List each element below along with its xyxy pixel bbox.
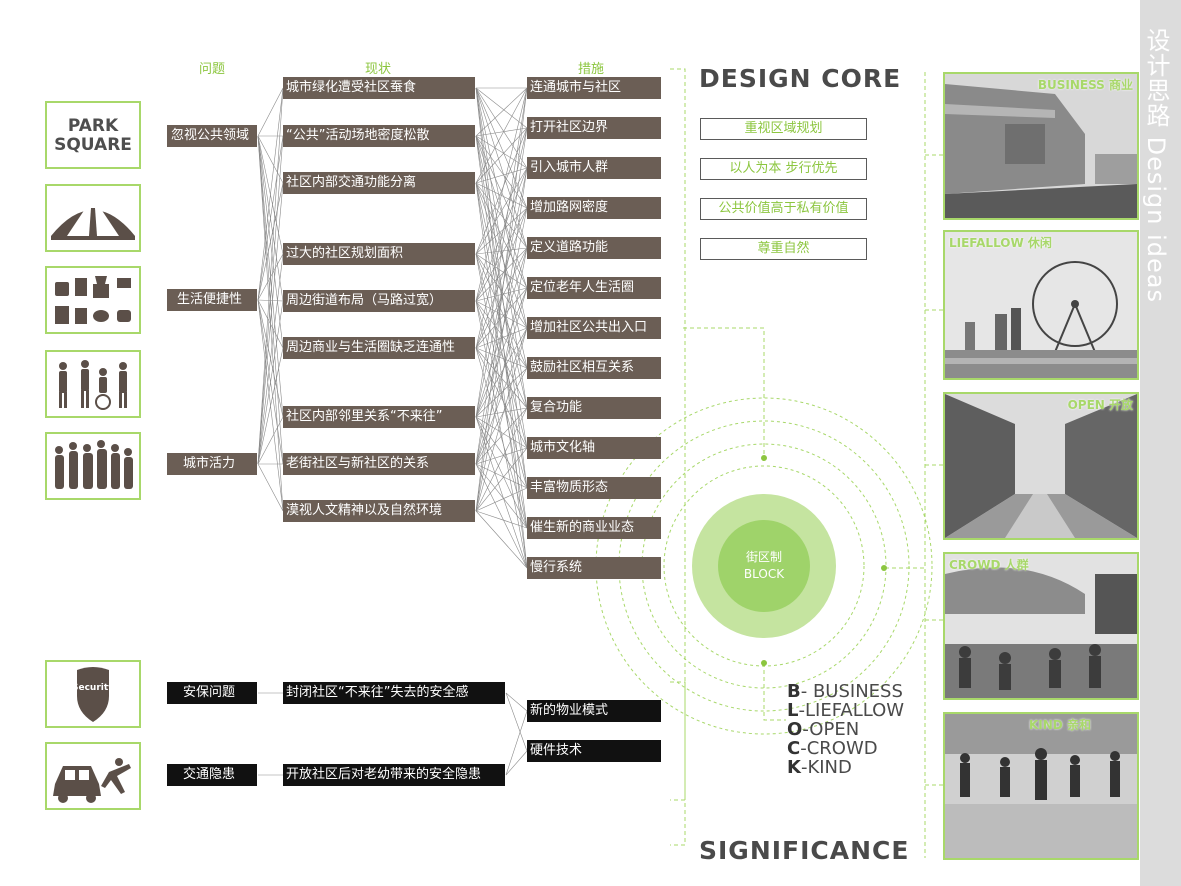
status-box: 周边商业与生活圈缺乏连通性 [283,337,475,359]
photo-business: BUSINESS 商业 [943,72,1139,220]
acronym-line: O-OPEN [787,720,859,739]
side-title-band [1140,0,1181,886]
header-problem: 问题 [199,62,226,77]
design-core-item: 重视区域规划 [700,118,867,140]
center-label-en: BLOCK [743,567,785,581]
side-title: 设计思路 Design ideas [1142,28,1170,303]
crowd-icon [45,432,141,500]
acronym-letter: C [787,738,801,759]
measure-box: 连通城市与社区 [527,77,661,99]
square-label: SQUARE [54,135,132,155]
status-box: 漠视人文精神以及自然环境 [283,500,475,522]
safety-problem-box: 交通隐患 [167,764,257,786]
measure-box: 复合功能 [527,397,661,419]
shopping-icon [45,266,141,334]
measure-box: 丰富物质形态 [527,477,661,499]
status-box: 社区内部邻里关系“不来往” [283,406,475,428]
status-box: 社区内部交通功能分离 [283,172,475,194]
acronym-letter: L [787,700,799,721]
measure-box: 引入城市人群 [527,157,661,179]
photo-kind: KIND 亲和 [943,712,1139,860]
acronym-rest: - BUSINESS [800,681,903,702]
safety-measure-box: 新的物业模式 [527,700,661,722]
status-box: “公共”活动场地密度松散 [283,125,475,147]
acronym-letter: O [787,719,803,740]
status-box: 周边街道布局（马路过宽） [283,290,475,312]
safety-status-box: 开放社区后对老幼带来的安全隐患 [283,764,505,786]
significance-title: SIGNIFICANCE [699,836,910,865]
status-box: 过大的社区规划面积 [283,243,475,265]
design-core-title: DESIGN CORE [699,64,902,93]
elderly-people-icon [45,350,141,418]
safety-problem-box: 安保问题 [167,682,257,704]
header-status: 现状 [365,62,392,77]
status-box: 城市绿化遭受社区蚕食 [283,77,475,99]
acronym-letter: B [787,681,801,702]
acronym-line: L-LIEFALLOW [787,701,904,720]
security-shield-icon: Security [45,660,141,728]
design-core-item: 尊重自然 [700,238,867,260]
acronym-rest: -OPEN [802,719,860,740]
acronym-line: C-CROWD [787,739,878,758]
center-label-cn: 街区制 [745,550,782,564]
measure-box: 慢行系统 [527,557,661,579]
measure-box: 定义道路功能 [527,237,661,259]
photo-label: CROWD 人群 [949,558,1029,572]
photo-label: BUSINESS 商业 [1037,78,1133,92]
safety-measure-box: 硬件技术 [527,740,661,762]
design-core-item: 以人为本 步行优先 [700,158,867,180]
acronym-rest: -LIEFALLOW [798,700,905,721]
status-box: 老街社区与新社区的关系 [283,453,475,475]
acronym-line: K-KIND [787,758,852,777]
photo-open: OPEN 开放 [943,392,1139,540]
park-square-icon: PARK SQUARE [45,101,141,169]
measure-box: 定位老年人生活圈 [527,277,661,299]
problem-box: 生活便捷性 [167,289,257,311]
photo-liefallow: LIEFALLOW 休闲 [943,230,1139,380]
safety-status-box: 封闭社区“不来往”失去的安全感 [283,682,505,704]
car-accident-icon [45,742,141,810]
problem-box: 忽视公共领域 [167,125,257,147]
park-label: PARK [67,116,119,136]
design-core-item: 公共价值高于私有价值 [700,198,867,220]
acronym-rest: -KIND [800,757,852,778]
photo-label: KIND 亲和 [1029,718,1091,732]
acronym-line: B- BUSINESS [787,682,903,701]
measure-box: 城市文化轴 [527,437,661,459]
measure-box: 增加路网密度 [527,197,661,219]
photo-crowd: CROWD 人群 [943,552,1139,700]
inner-block-circle [718,520,810,612]
acronym-letter: K [787,757,801,778]
photo-label: OPEN 开放 [1067,398,1133,412]
measure-box: 催生新的商业业态 [527,517,661,539]
measure-box: 鼓励社区相互关系 [527,357,661,379]
header-measures: 措施 [578,62,605,77]
measure-box: 打开社区边界 [527,117,661,139]
security-badge-text: Security [72,683,114,693]
problem-box: 城市活力 [167,453,257,475]
measure-box: 增加社区公共出入口 [527,317,661,339]
photo-label: LIEFALLOW 休闲 [949,236,1052,250]
road-icon [45,184,141,252]
acronym-rest: -CROWD [800,738,878,759]
